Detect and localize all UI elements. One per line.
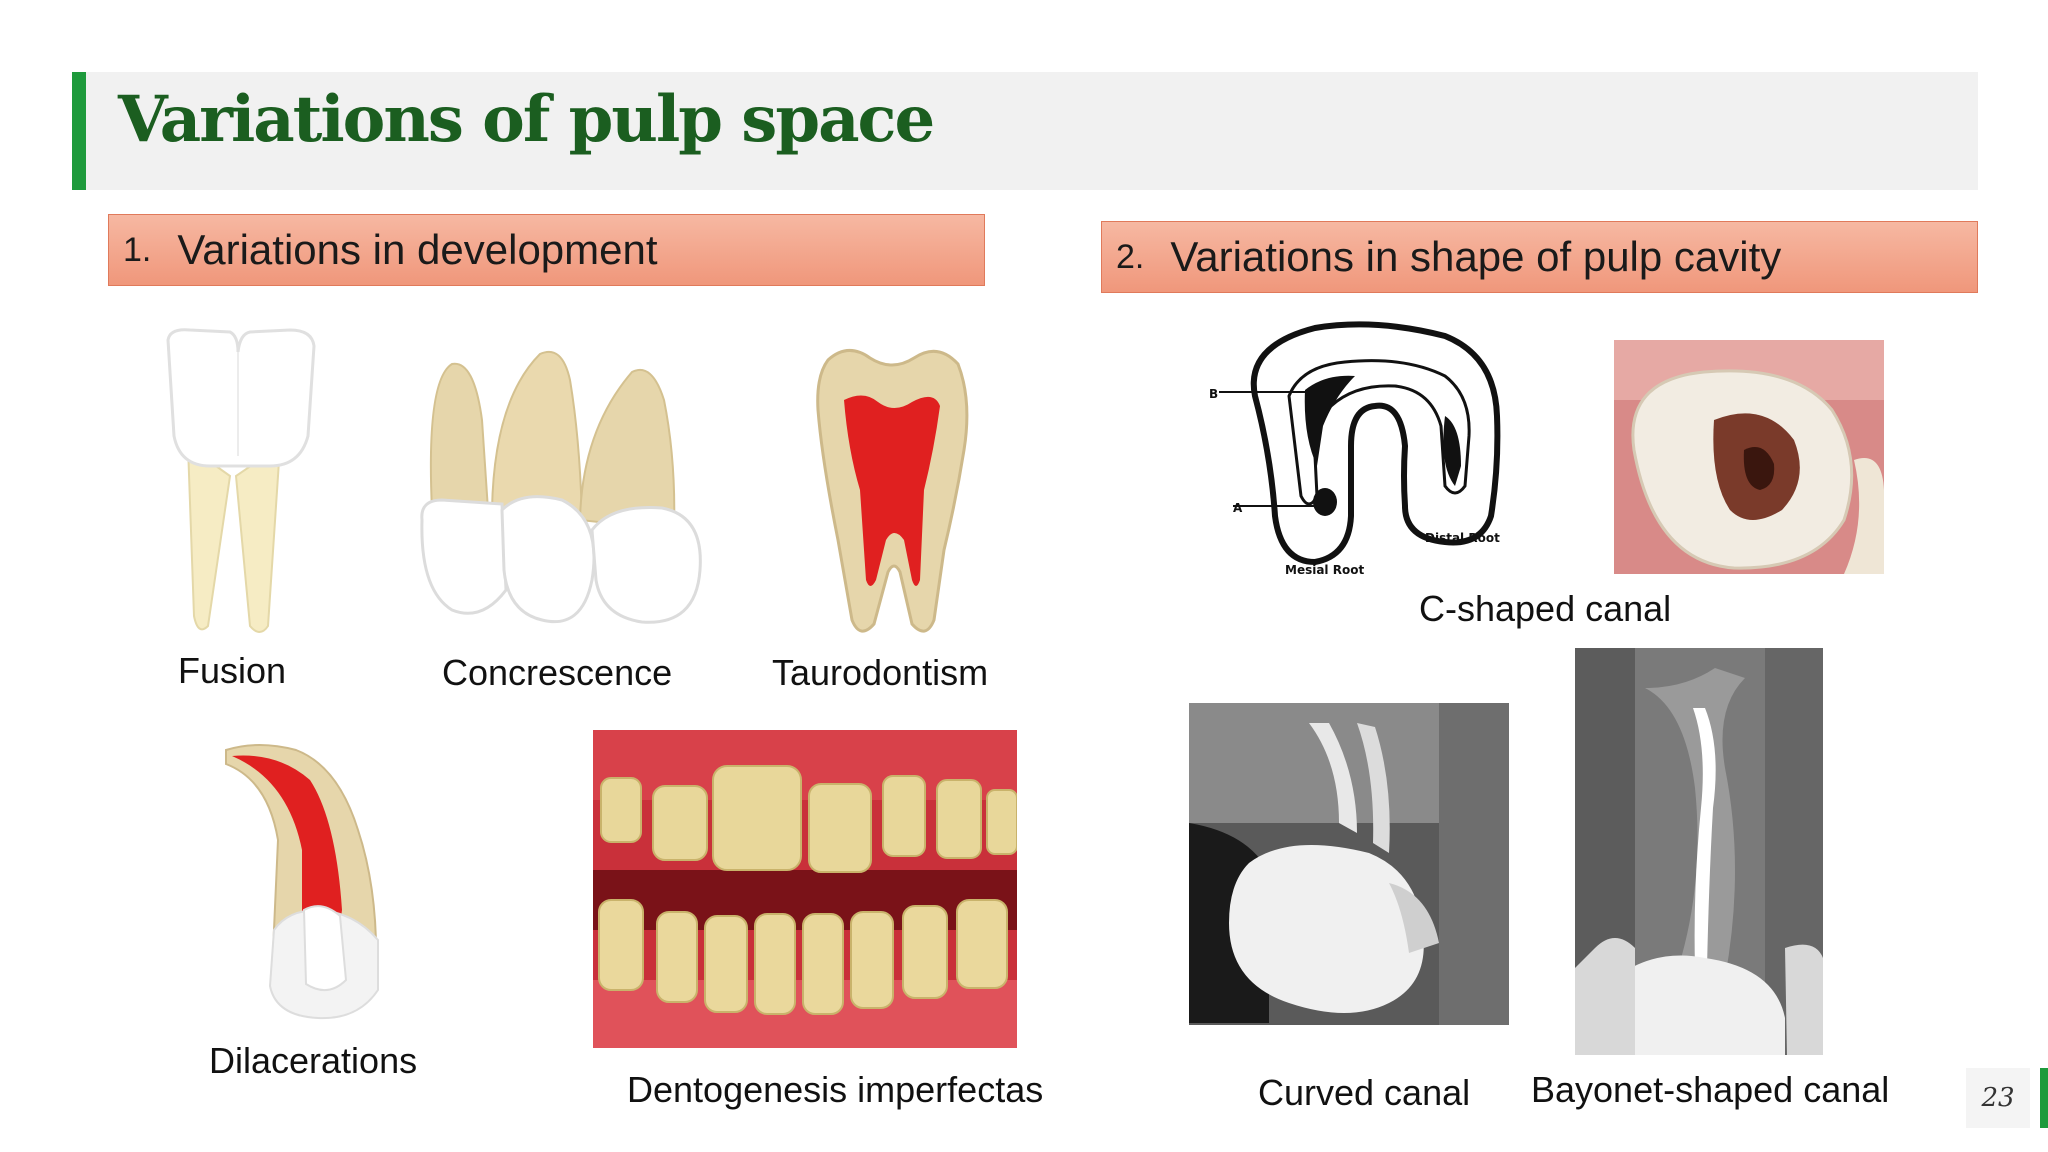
diagram-label-a: A xyxy=(1233,501,1243,515)
dentogenesis-photo xyxy=(593,730,1017,1048)
title-accent-bar xyxy=(72,72,86,190)
page-number-accent-bar xyxy=(2040,1068,2048,1128)
section-number: 1. xyxy=(123,230,152,269)
diagram-label-distal-root: Distal Root xyxy=(1425,531,1500,545)
caption-dilacerations: Dilacerations xyxy=(209,1040,418,1081)
fusion-tooth-image xyxy=(166,328,316,633)
section-label: Variations in shape of pulp cavity xyxy=(1170,233,1782,280)
dilaceration-tooth-image xyxy=(225,744,379,1020)
section-header-shape: 2. Variations in shape of pulp cavity xyxy=(1101,221,1978,293)
caption-c-shaped-canal: C-shaped canal xyxy=(1419,588,1672,629)
taurodontism-tooth-image xyxy=(816,349,969,633)
caption-bayonet-canal: Bayonet-shaped canal xyxy=(1531,1069,1890,1110)
caption-taurodontism: Taurodontism xyxy=(772,652,989,693)
curved-canal-xray xyxy=(1189,703,1509,1025)
section-label: Variations in development xyxy=(177,226,658,273)
section-header-development: 1. Variations in development xyxy=(108,214,985,286)
title-band xyxy=(72,72,1978,190)
caption-concrescence: Concrescence xyxy=(442,652,673,693)
page-number: 23 xyxy=(1966,1068,2030,1128)
c-shaped-canal-photo xyxy=(1614,340,1884,574)
c-shaped-canal-diagram: B A Distal Root Mesial Root xyxy=(1205,316,1509,582)
caption-dentogenesis: Dentogenesis imperfectas xyxy=(627,1069,1044,1110)
caption-fusion: Fusion xyxy=(178,650,287,691)
slide-title: Variations of pulp space xyxy=(118,82,935,157)
caption-curved-canal: Curved canal xyxy=(1258,1072,1471,1113)
bayonet-canal-xray xyxy=(1575,648,1823,1055)
diagram-label-mesial-root: Mesial Root xyxy=(1285,563,1364,577)
concrescence-tooth-image xyxy=(420,350,702,624)
diagram-label-b: B xyxy=(1209,387,1218,401)
section-number: 2. xyxy=(1116,237,1145,276)
